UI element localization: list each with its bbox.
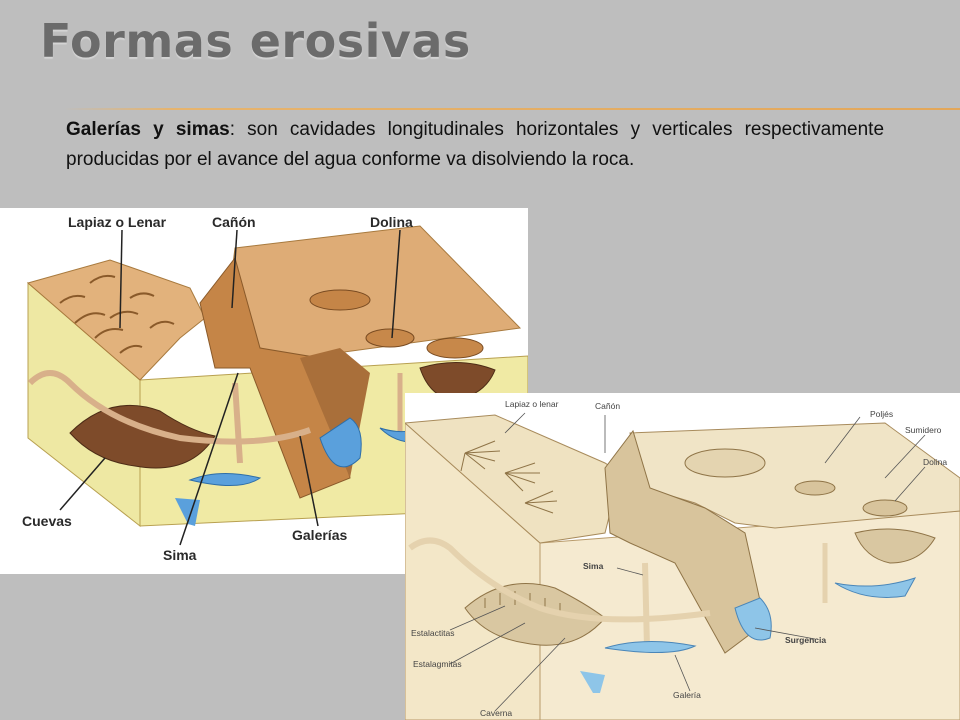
label2-caverna: Caverna [480,708,512,718]
slide-title: Formas erosivas [40,14,471,68]
label2-sumidero: Sumidero [905,425,942,435]
description-paragraph: Galerías y simas: son cavidades longitud… [66,115,884,175]
paragraph-term: Galerías y simas [66,119,230,140]
label-dolina: Dolina [370,214,413,230]
label2-poljes: Poljés [870,409,893,419]
label2-sima: Sima [583,561,604,571]
label-sima: Sima [163,547,197,563]
karst-diagram-2: Lapiaz o lenar Cañón Poljés Sumidero Dol… [405,393,960,720]
paragraph-body: : son cavidades longitudinales horizonta… [66,119,885,170]
label2-estalagmitas: Estalagmitas [413,659,462,669]
label2-canon: Cañón [595,401,620,411]
label2-dolina: Dolina [923,457,947,467]
label2-lapiaz: Lapiaz o lenar [505,399,559,409]
label-canon: Cañón [212,214,256,230]
label-galerias: Galerías [292,527,347,543]
label2-surgencia: Surgencia [785,635,826,645]
label-cuevas: Cuevas [22,513,72,529]
label2-galeria: Galería [673,690,701,700]
title-divider [64,108,960,110]
label2-estalactitas: Estalactitas [411,628,454,638]
label-lapiaz: Lapiaz o Lenar [68,214,167,230]
